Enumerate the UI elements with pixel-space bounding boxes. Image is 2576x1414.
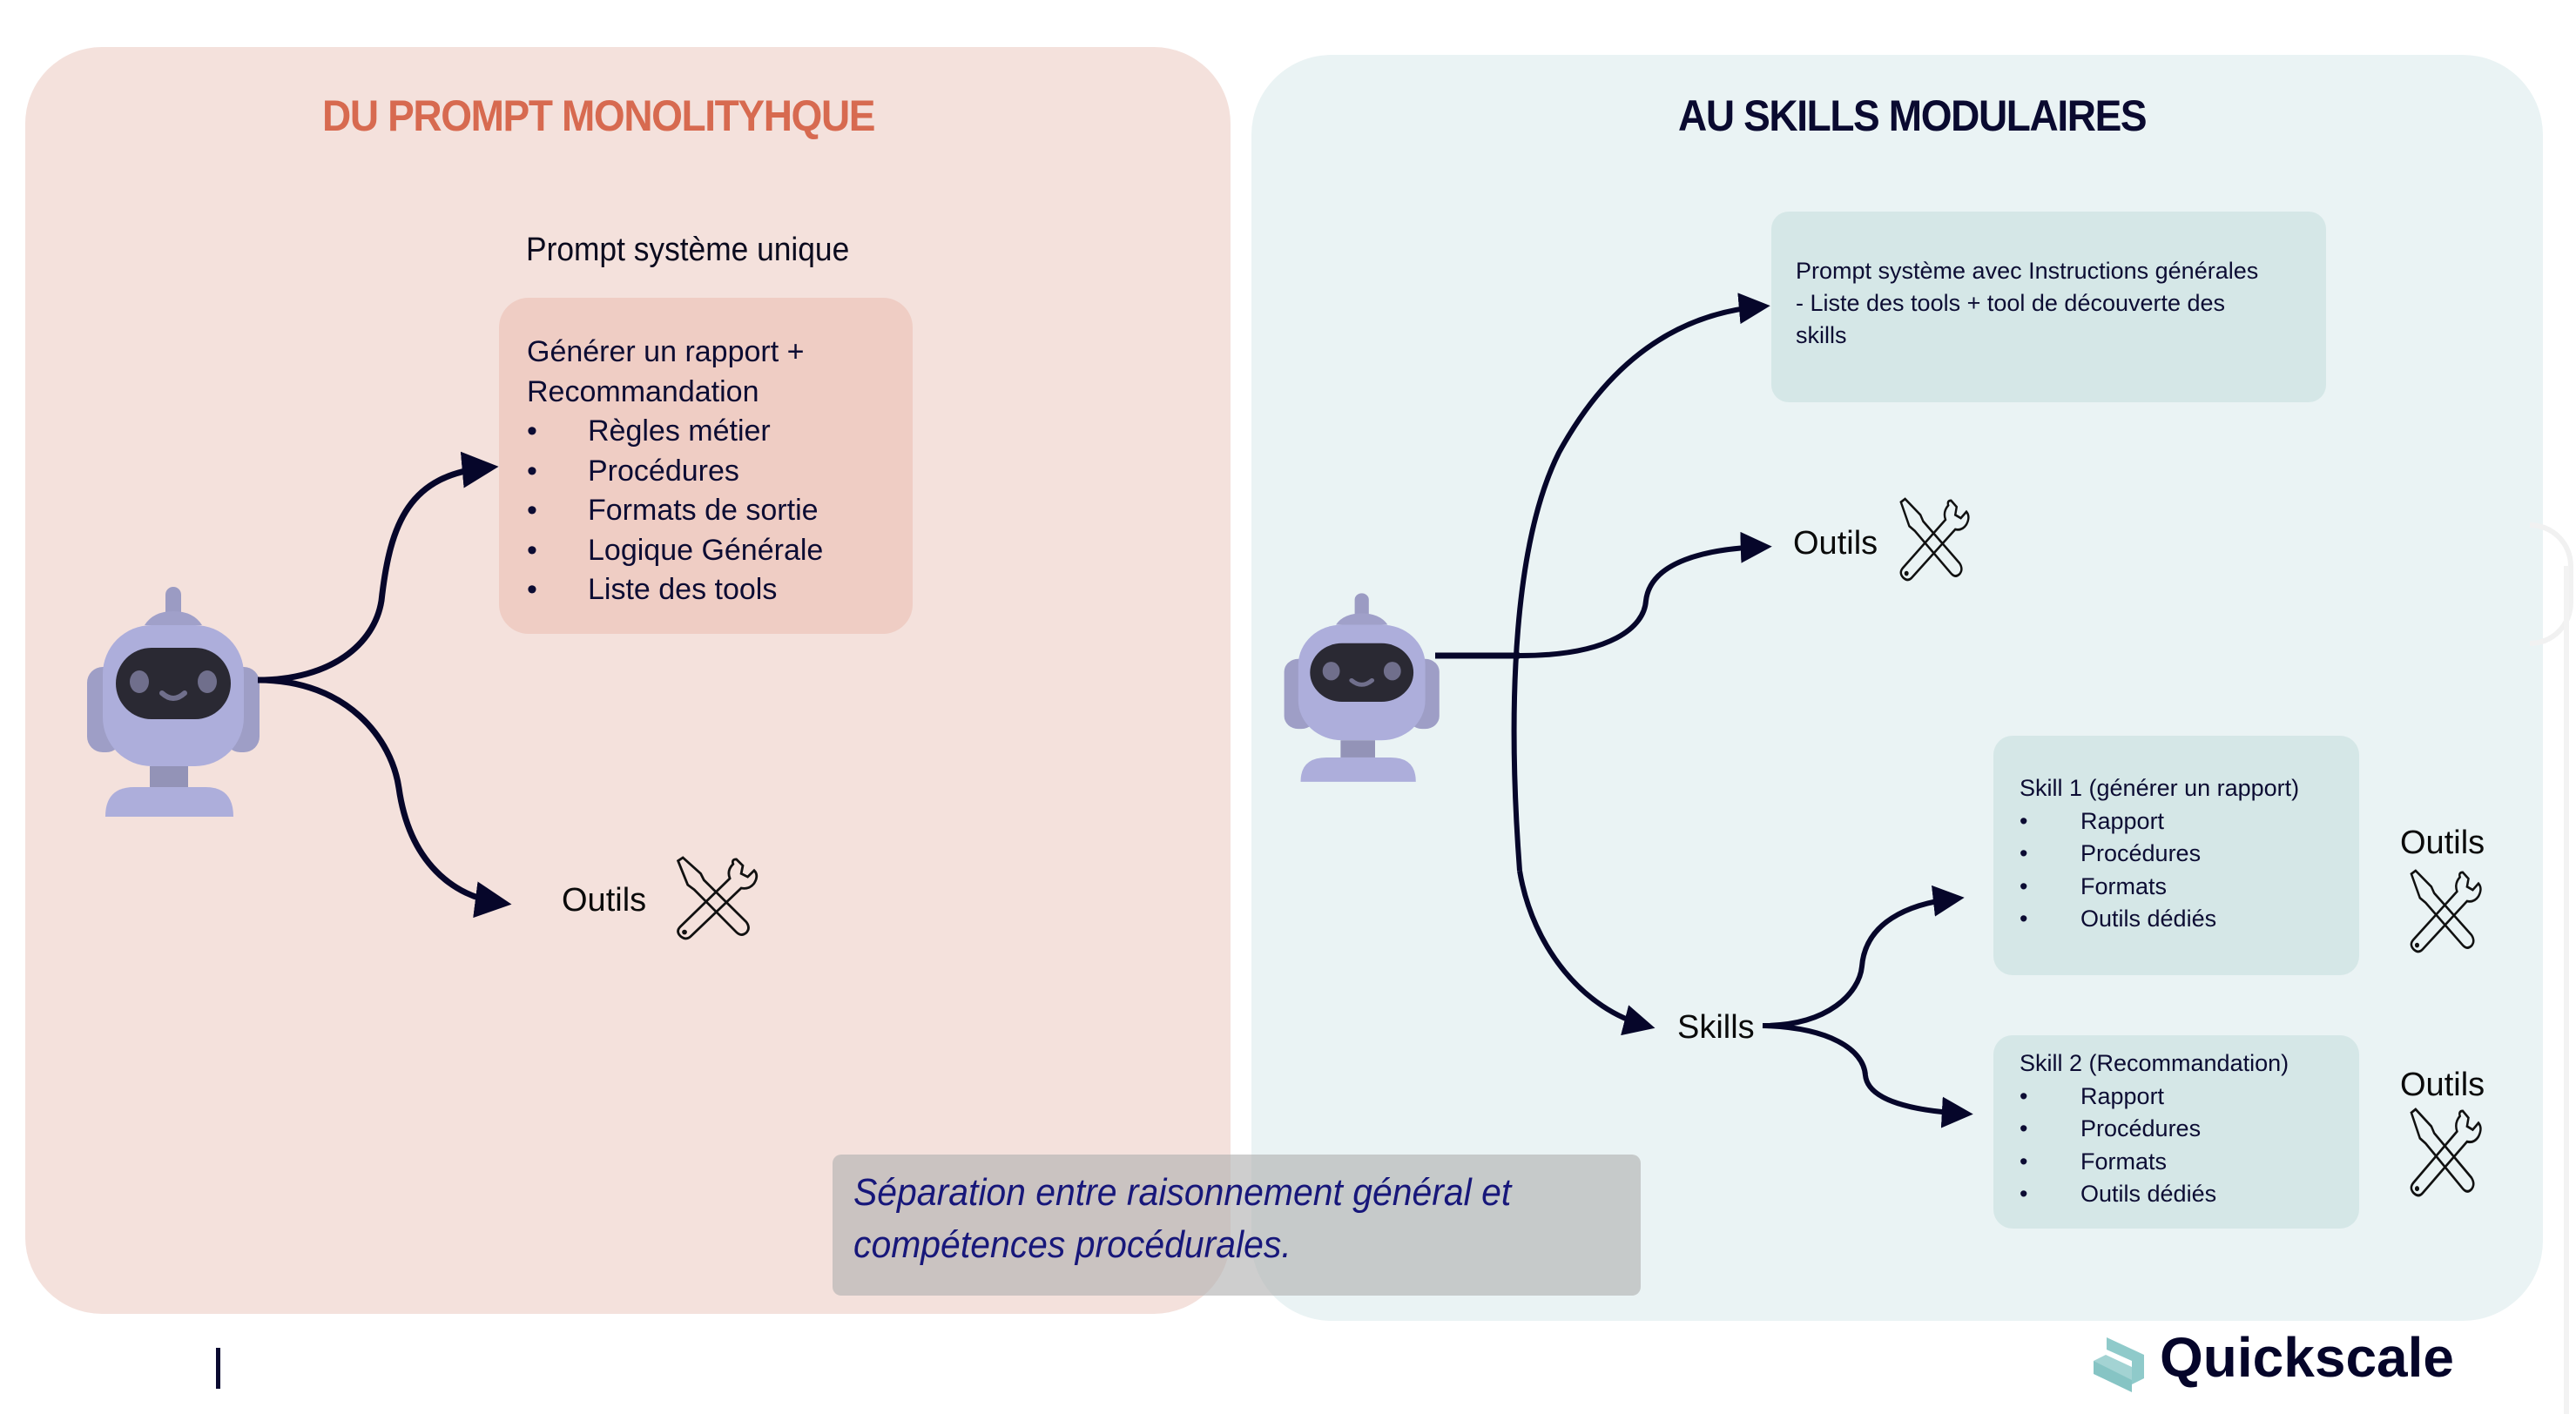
list-item: • Formats — [2020, 871, 2299, 904]
list-item: • Procédures — [527, 452, 823, 492]
arrow-to-skills — [1517, 870, 1656, 1036]
list-item-label: Liste des tools — [588, 573, 778, 606]
list-item-label: Rapport — [2080, 807, 2165, 834]
skill-2-box: Skill 2 (Recommandation) • Rapport • Procé… — [1993, 1035, 2359, 1229]
single-system-prompt-label: Prompt système unique — [526, 232, 850, 268]
list-item-label: Outils dédiés — [2080, 906, 2217, 932]
tools-icon — [1899, 497, 1970, 582]
skill-title: Skill 1 (générer un rapport) — [2020, 775, 2300, 801]
decorative-line — [2564, 566, 2569, 1414]
arrow-to-tools — [1519, 531, 1772, 658]
bullet-icon: • — [2020, 872, 2028, 899]
left-panel-title: DU PROMPT MONOLITYHQUE — [322, 91, 875, 140]
list-item-label: Procédures — [2080, 840, 2202, 866]
prompt-line: Prompt système avec Instructions général… — [1796, 258, 2259, 284]
list-item-label: Logique Générale — [588, 533, 824, 567]
list-item: • Procédures — [2020, 1113, 2289, 1146]
arrow-to-skill-2 — [1762, 1023, 1973, 1128]
bullet-icon: • — [2020, 906, 2028, 932]
monolithic-prompt-box: Générer un rapport + Recommandation • Règ… — [499, 298, 913, 634]
list-item-label: Formats — [2080, 1148, 2168, 1175]
bullet-icon: • — [2020, 1181, 2028, 1207]
footer-divider — [216, 1348, 220, 1389]
list-item-label: Procédures — [588, 454, 739, 488]
prompt-line: - Liste des tools + tool de découverte d… — [1796, 290, 2226, 316]
list-item-label: Rapport — [2080, 1082, 2165, 1109]
list-item: • Formats de sortie — [527, 491, 823, 531]
general-instructions-prompt-box: Prompt système avec Instructions général… — [1771, 212, 2326, 402]
bullet-icon: • — [527, 454, 537, 488]
prompt-heading-line: Générer un rapport + — [527, 335, 805, 368]
robot-icon — [1285, 593, 1440, 781]
skill-2-tools-label: Outils — [2400, 1067, 2485, 1103]
bullet-icon: • — [2020, 807, 2028, 834]
bullet-icon: • — [527, 573, 537, 606]
right-panel-title: AU SKILLS MODULAIRES — [1678, 91, 2148, 140]
bullet-icon: • — [2020, 1115, 2028, 1141]
arrow-to-tools — [257, 677, 512, 919]
prompt-line: skills — [1796, 322, 1847, 348]
list-item: • Outils dédiés — [2020, 1178, 2289, 1211]
brand-logo-text: Quickscale — [2160, 1326, 2454, 1389]
right-tools-label: Outils — [1793, 525, 1878, 562]
list-item: • Rapport — [2020, 1081, 2289, 1114]
list-item: • Logique Générale — [527, 531, 823, 571]
bullet-icon: • — [2020, 840, 2028, 866]
skill-1-tools-label: Outils — [2400, 825, 2485, 861]
list-item-label: Formats — [2080, 872, 2168, 899]
list-item: • Règles métier — [527, 412, 823, 452]
left-tools-label: Outils — [562, 882, 647, 919]
bullet-icon: • — [2020, 1148, 2028, 1175]
list-item: • Outils dédiés — [2020, 903, 2299, 936]
summary-callout: Séparation entre raisonnement général et… — [833, 1155, 1641, 1296]
bullet-icon: • — [527, 533, 537, 567]
list-item: • Formats — [2020, 1146, 2289, 1179]
list-item-label: Procédures — [2080, 1115, 2202, 1141]
list-item: • Liste des tools — [527, 570, 823, 610]
arrow-to-general-prompt — [1511, 293, 1770, 872]
list-item-label: Outils dédiés — [2080, 1181, 2217, 1207]
bullet-icon: • — [2020, 1082, 2028, 1109]
bullet-icon: • — [527, 414, 537, 448]
prompt-heading-line: Recommandation — [527, 374, 759, 408]
callout-line: compétences procédurales. — [853, 1223, 1291, 1266]
arrow-to-prompt — [257, 451, 499, 683]
quickscale-logo-icon — [2094, 1337, 2144, 1392]
list-item: • Rapport — [2020, 805, 2299, 838]
skill-title: Skill 2 (Recommandation) — [2020, 1050, 2289, 1076]
skills-label: Skills — [1677, 1009, 1755, 1046]
tools-icon — [677, 856, 759, 940]
list-item-label: Règles métier — [588, 414, 771, 448]
tools-icon — [2410, 1108, 2482, 1197]
tools-icon — [2410, 869, 2482, 953]
arrow-to-skill-1 — [1762, 885, 1965, 1028]
list-item-label: Formats de sortie — [588, 494, 819, 527]
robot-icon — [87, 587, 260, 817]
list-item: • Procédures — [2020, 838, 2299, 871]
bullet-icon: • — [527, 494, 537, 527]
skill-1-box: Skill 1 (générer un rapport) • Rapport • P… — [1993, 736, 2359, 975]
callout-line: Séparation entre raisonnement général et — [853, 1171, 1512, 1214]
